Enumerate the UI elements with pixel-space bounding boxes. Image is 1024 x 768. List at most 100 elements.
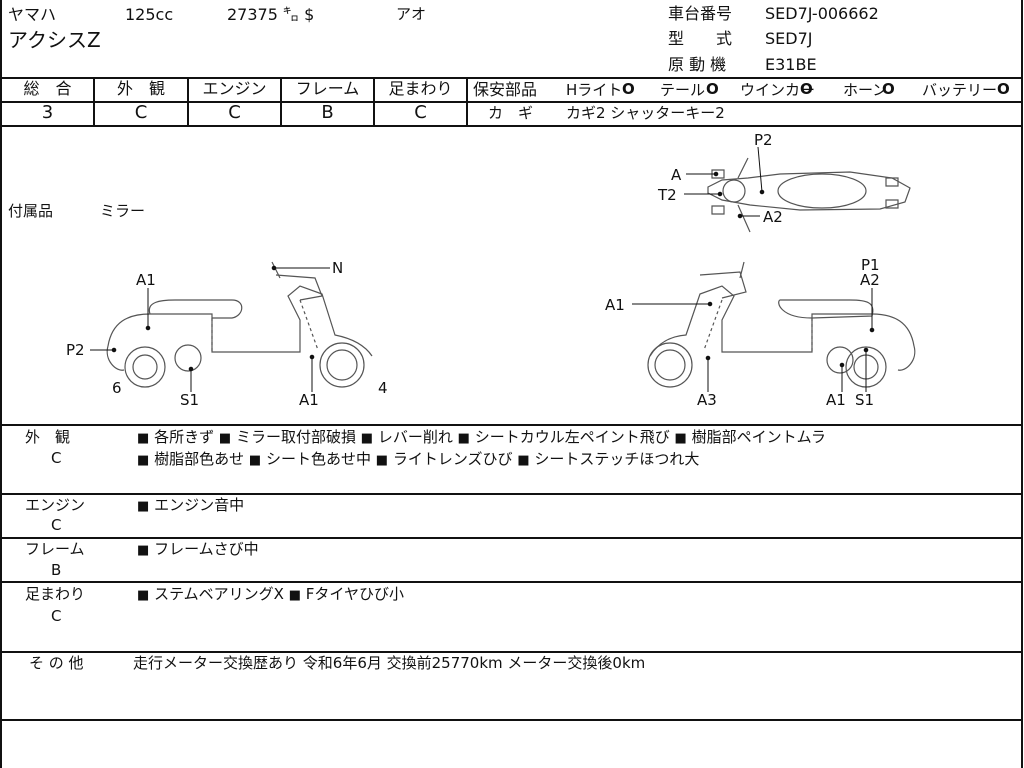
scooter-diagrams: P2 A T2 A2 A1 N P2 6 S1 A1 4 P1 A2 A1 A3… [66, 131, 916, 409]
safety-item-winker: ウインカー [740, 81, 816, 99]
divider-header [0, 77, 1023, 79]
left-side-scooter [106, 261, 373, 388]
grade-value-exterior: C [134, 102, 148, 123]
frame-no-label: 車台番号 [668, 4, 733, 23]
divider-exterior [0, 493, 1023, 495]
right-side-scooter [647, 261, 916, 388]
accessories-label: 付属品 [8, 202, 54, 220]
mileage: 27375 ㌔ $ [227, 5, 315, 24]
exterior-item: 樹脂部ペイントムラ [691, 428, 826, 446]
section-frame-label: フレーム [25, 540, 85, 558]
mark-top-t2: T2 [657, 186, 677, 204]
exterior-item: 樹脂部色あせ [154, 450, 245, 468]
exterior-line-2: ■ 樹脂部色あせ ■ シート色あせ中 ■ ライトレンズひび ■ シートステッチほ… [137, 450, 700, 468]
section-frame-grade: B [51, 561, 62, 579]
maker: ヤマハ [8, 5, 57, 24]
section-exterior-grade: C [51, 449, 62, 467]
mark-left-s1: S1 [180, 391, 199, 409]
exterior-item: レバー削れ [377, 428, 453, 446]
mark-right-a1-front: A1 [605, 296, 625, 314]
exterior-line-1: ■ 各所きず ■ ミラー取付部破損 ■ レバー削れ ■ シートカウル左ペイント飛… [137, 428, 826, 446]
grade-sep-1 [93, 78, 95, 126]
section-engine-grade: C [51, 516, 62, 534]
bullet: ■ [288, 588, 301, 603]
top-view-scooter [707, 157, 911, 233]
exterior-item: ライトレンズひび [392, 450, 513, 468]
divider-grade-labels [0, 101, 1023, 103]
exterior-item: シート色あせ中 [265, 450, 371, 468]
grade-sep-5 [466, 78, 468, 126]
divider-grade-values [0, 125, 1023, 127]
grade-value-suspension: C [414, 102, 427, 123]
engine-value: E31BE [765, 55, 817, 74]
mark-top-a2: A2 [763, 208, 783, 226]
mark-left-n: N [332, 259, 343, 277]
model-name: アクシスZ [8, 28, 101, 52]
divider-frame [0, 581, 1023, 583]
mark-left-6: 6 [112, 379, 122, 397]
section-exterior-label: 外 観 [25, 428, 71, 446]
grade-sep-3 [280, 78, 282, 126]
divider-engine [0, 537, 1023, 539]
exterior-item: 各所きず [154, 428, 215, 446]
grade-value-frame: B [321, 102, 334, 123]
mark-right-p1: P1 [861, 256, 880, 274]
safety-item-tail: テール [660, 81, 706, 99]
grade-value-total: 3 [41, 102, 54, 123]
other-text: 走行メーター交換歴あり 令和6年6月 交換前25770km メーター交換後0km [133, 654, 646, 672]
grade-label-frame: フレーム [295, 79, 360, 98]
engine-line-1: ■ エンジン音中 [137, 496, 245, 514]
suspension-item: Fタイヤひび小 [305, 585, 404, 603]
other-label: そ の 他 [29, 654, 84, 672]
grade-label-engine: エンジン [202, 79, 267, 98]
divider-other [0, 719, 1023, 721]
bullet: ■ [137, 499, 150, 514]
mark-left-a1-front: A1 [299, 391, 319, 409]
mark-top-a: A [671, 166, 682, 184]
frame-no: SED7J-006662 [765, 4, 879, 23]
bullet: ■ [137, 431, 150, 446]
bullet: ■ [375, 453, 389, 468]
bullet: ■ [457, 431, 470, 446]
mark-left-a1-seat: A1 [136, 271, 156, 289]
border-right [1021, 0, 1023, 768]
key-value: カギ2 シャッターキー2 [566, 104, 725, 122]
mark-right-a3: A3 [697, 391, 717, 409]
suspension-line-1: ■ ステムベアリングX ■ Fタイヤひび小 [137, 585, 404, 603]
bullet: ■ [674, 431, 687, 446]
safety-ok-winker: O [800, 80, 813, 98]
frame-item: フレームさび中 [154, 540, 259, 558]
type-value: SED7J [765, 29, 813, 48]
divider-diagram [0, 424, 1023, 426]
safety-item-headlight: Hライト [566, 81, 623, 99]
divider-suspension [0, 651, 1023, 653]
suspension-item: ステムベアリングX [154, 585, 284, 603]
bullet: ■ [137, 453, 150, 468]
type-label: 型 式 [668, 29, 733, 48]
grade-sep-4 [373, 78, 375, 126]
safety-ok-tail: O [706, 80, 719, 98]
bullet: ■ [248, 453, 262, 468]
bullet: ■ [360, 431, 374, 446]
engine-item: エンジン音中 [154, 496, 245, 514]
section-suspension-grade: C [51, 607, 62, 625]
exterior-item: シートカウル左ペイント飛び [474, 428, 670, 446]
mark-top-p2: P2 [754, 131, 773, 149]
section-engine-label: エンジン [25, 496, 86, 514]
grade-sep-2 [187, 78, 189, 126]
border-left [0, 0, 2, 768]
grade-label-suspension: 足まわり [388, 79, 453, 98]
accessories-value: ミラー [100, 202, 146, 220]
engine-label: 原 動 機 [668, 55, 727, 74]
color: アオ [396, 5, 427, 23]
bullet: ■ [137, 543, 150, 558]
mark-right-a2: A2 [860, 271, 880, 289]
grade-label-total: 総 合 [23, 79, 72, 98]
safety-title: 保安部品 [473, 80, 538, 99]
mark-left-4: 4 [378, 379, 388, 397]
bullet: ■ [137, 588, 150, 603]
grade-value-engine: C [228, 102, 241, 123]
safety-item-horn: ホーン [843, 81, 888, 99]
exterior-item: シートステッチほつれ大 [534, 450, 700, 468]
mark-left-p2: P2 [66, 341, 85, 359]
